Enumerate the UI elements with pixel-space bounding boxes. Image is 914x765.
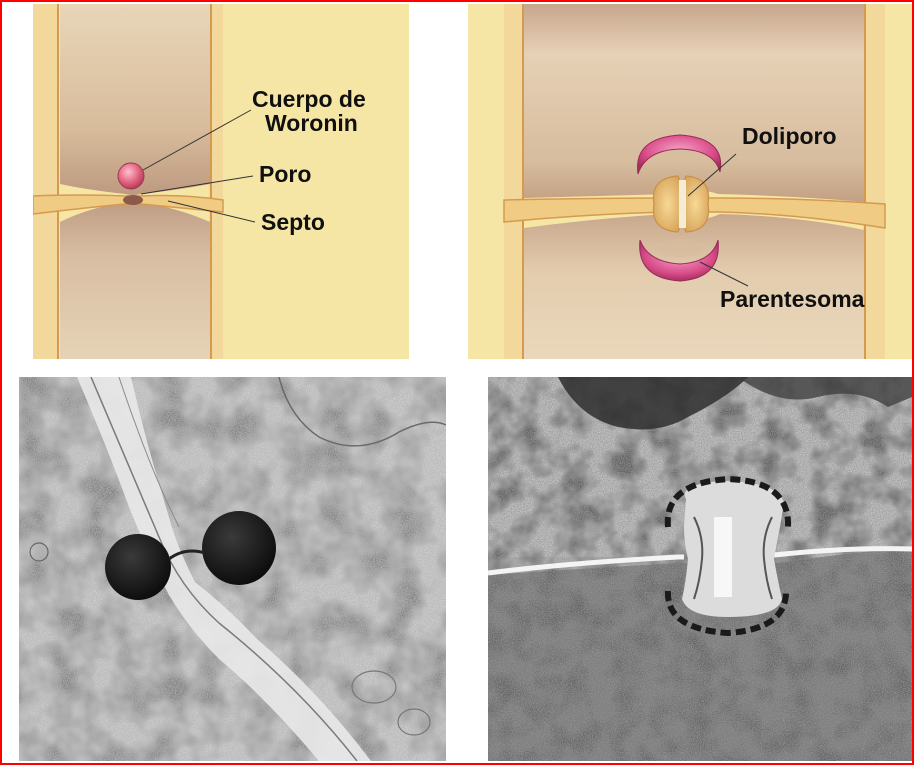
label-woronin: Woronin — [265, 110, 358, 136]
woronin-micrograph-image — [19, 377, 446, 761]
left-wall — [33, 4, 59, 359]
woronin-body-right — [202, 511, 276, 585]
woronin-micrograph — [19, 377, 446, 761]
dolipore-right — [682, 176, 708, 232]
woronin-body — [118, 163, 144, 189]
label-cuerpo-de: Cuerpo de — [252, 86, 366, 112]
dolipore-left — [654, 176, 682, 232]
dolipore-channel — [679, 180, 686, 228]
septal-pore — [123, 195, 143, 205]
label-septo: Septo — [261, 209, 325, 235]
dolipore-illustration: Doliporo Parentesoma — [468, 4, 912, 359]
label-doliporo: Doliporo — [742, 123, 837, 149]
dolipore — [682, 481, 784, 617]
woronin-body-left — [105, 534, 171, 600]
woronin-body-illustration: Cuerpo de Woronin Poro Septo — [33, 4, 409, 359]
label-parentesoma: Parentesoma — [720, 286, 865, 312]
dolipore-micrograph — [488, 377, 912, 761]
upper-cell — [524, 4, 864, 202]
woronin-body-diagram: Cuerpo de Woronin Poro Septo — [33, 4, 409, 359]
dolipore-diagram: Doliporo Parentesoma — [468, 4, 912, 359]
dolipore-micrograph-image — [488, 377, 912, 761]
lower-cell — [60, 201, 210, 359]
label-poro: Poro — [259, 161, 311, 187]
